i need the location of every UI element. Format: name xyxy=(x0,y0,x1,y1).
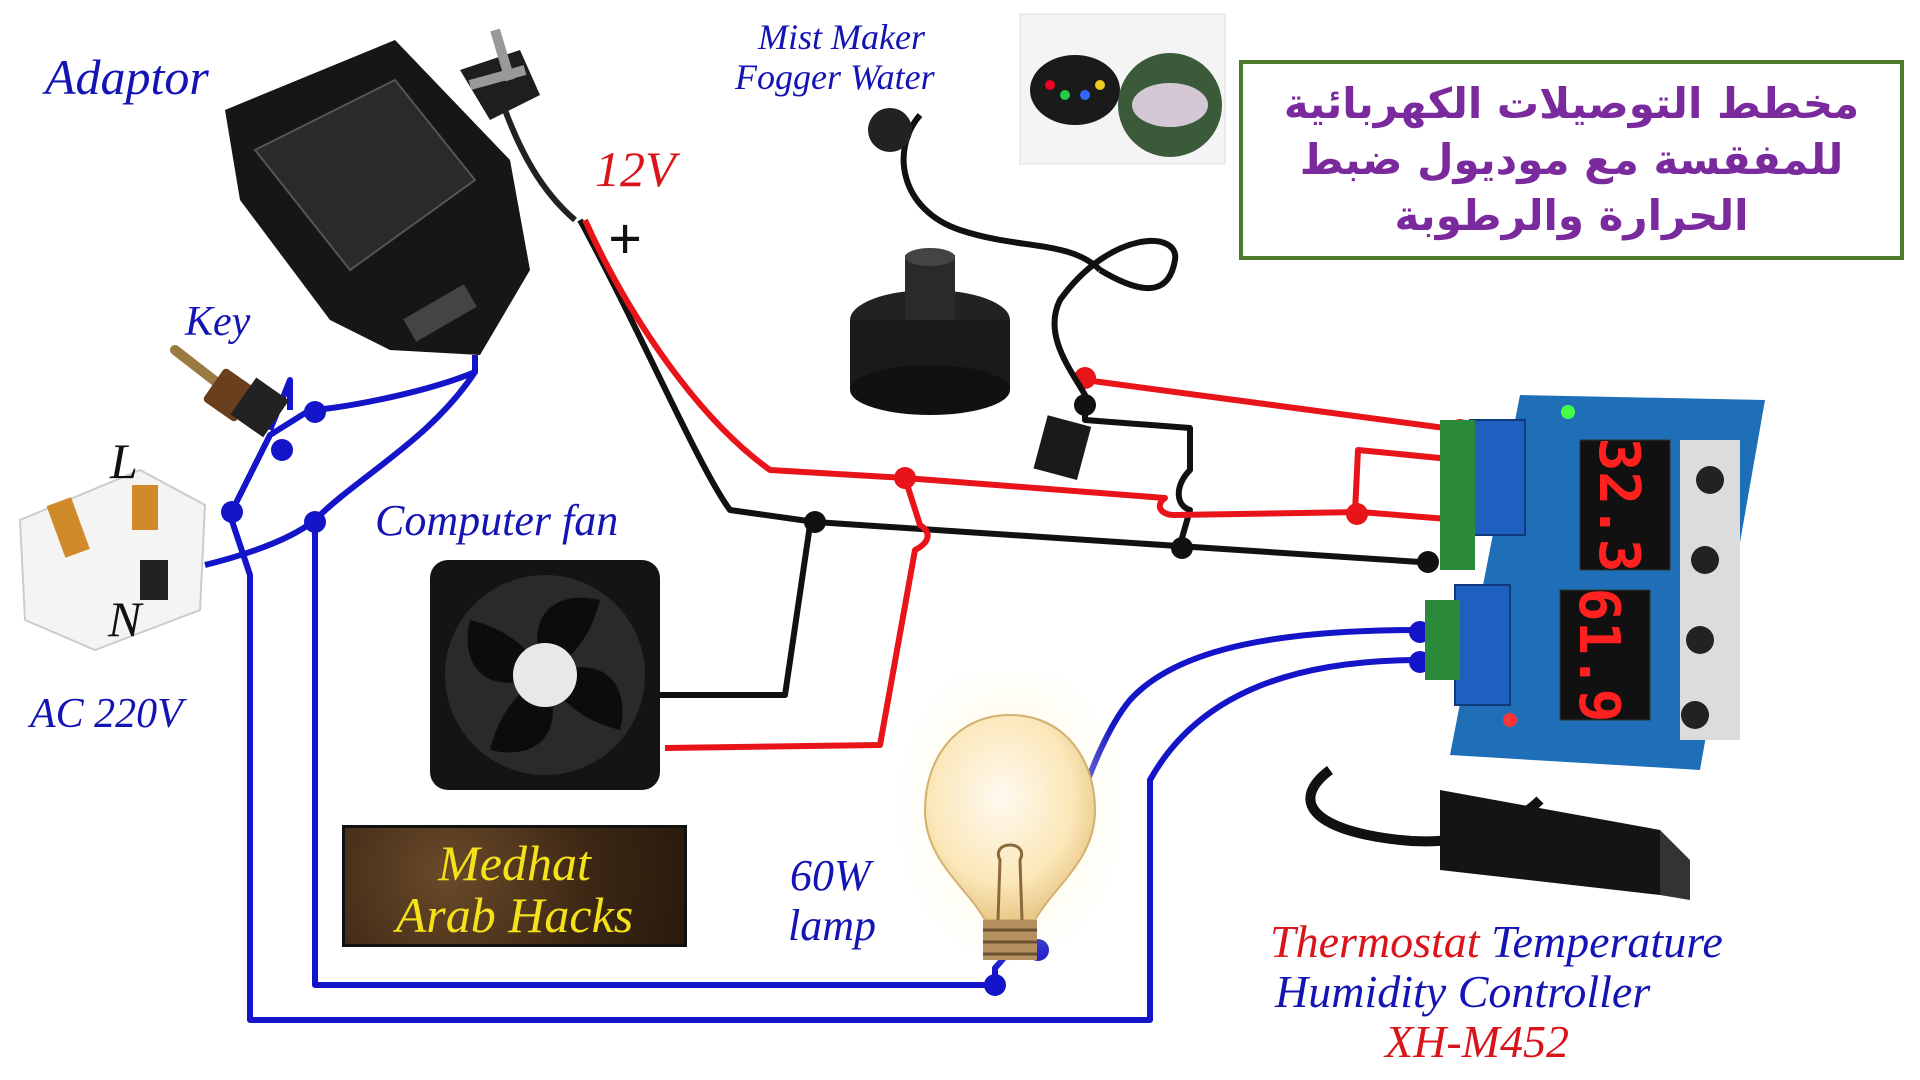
black-negative-wires xyxy=(577,218,1421,698)
mist-maker-image xyxy=(850,108,1179,480)
mist-maker-label: Mist Maker xyxy=(758,17,925,57)
channel-logo: Medhat Arab Hacks xyxy=(342,825,687,947)
logo-line-1: Medhat xyxy=(438,835,591,891)
title-line-1: مخطط التوصيلات الكهربائية xyxy=(1283,79,1860,128)
temperature-display-value: 32.3 xyxy=(1586,438,1651,573)
thermostat-word: Thermostat xyxy=(1270,916,1480,967)
lamp-image xyxy=(900,675,1120,975)
line-label: L xyxy=(110,433,138,489)
fogger-water-label: Fogger Water xyxy=(735,57,935,97)
title-line-2: للمفقسة مع موديول ضبط xyxy=(1299,135,1844,184)
logo-line-2: Arab Hacks xyxy=(395,887,634,943)
dc-voltage-label: 12V xyxy=(595,141,676,197)
key-label: Key xyxy=(185,299,251,345)
controller-label: Humidity Controller xyxy=(1275,966,1651,1017)
adaptor-label: Adaptor xyxy=(45,49,209,105)
toggle-switch-image xyxy=(170,345,290,438)
computer-fan-label: Computer fan xyxy=(375,496,619,545)
ac-voltage-label: AC 220V xyxy=(30,691,183,737)
thermostat-board-image: 32.3 61.9 xyxy=(1425,395,1765,770)
model-label: XH-M452 xyxy=(1385,1016,1569,1067)
lamp-wattage-label: 60W xyxy=(790,851,871,900)
temperature-word: Temperature xyxy=(1491,916,1723,967)
diagram-title-box: مخطط التوصيلات الكهربائية للمفقسة مع مود… xyxy=(1239,60,1904,260)
computer-fan-image xyxy=(430,560,660,790)
lamp-label: lamp xyxy=(788,901,876,950)
positive-sign: + xyxy=(608,206,643,272)
adaptor-image xyxy=(225,28,577,355)
humidity-display-value: 61.9 xyxy=(1566,588,1631,723)
thermostat-title: Thermostat Temperature xyxy=(1270,915,1723,968)
mist-maker-photo xyxy=(1019,13,1226,165)
neutral-label: N xyxy=(108,591,142,647)
title-line-3: الحرارة والرطوبة xyxy=(1394,191,1749,240)
ac-plug-image xyxy=(18,468,207,652)
humidity-sensor-image xyxy=(1305,766,1690,900)
